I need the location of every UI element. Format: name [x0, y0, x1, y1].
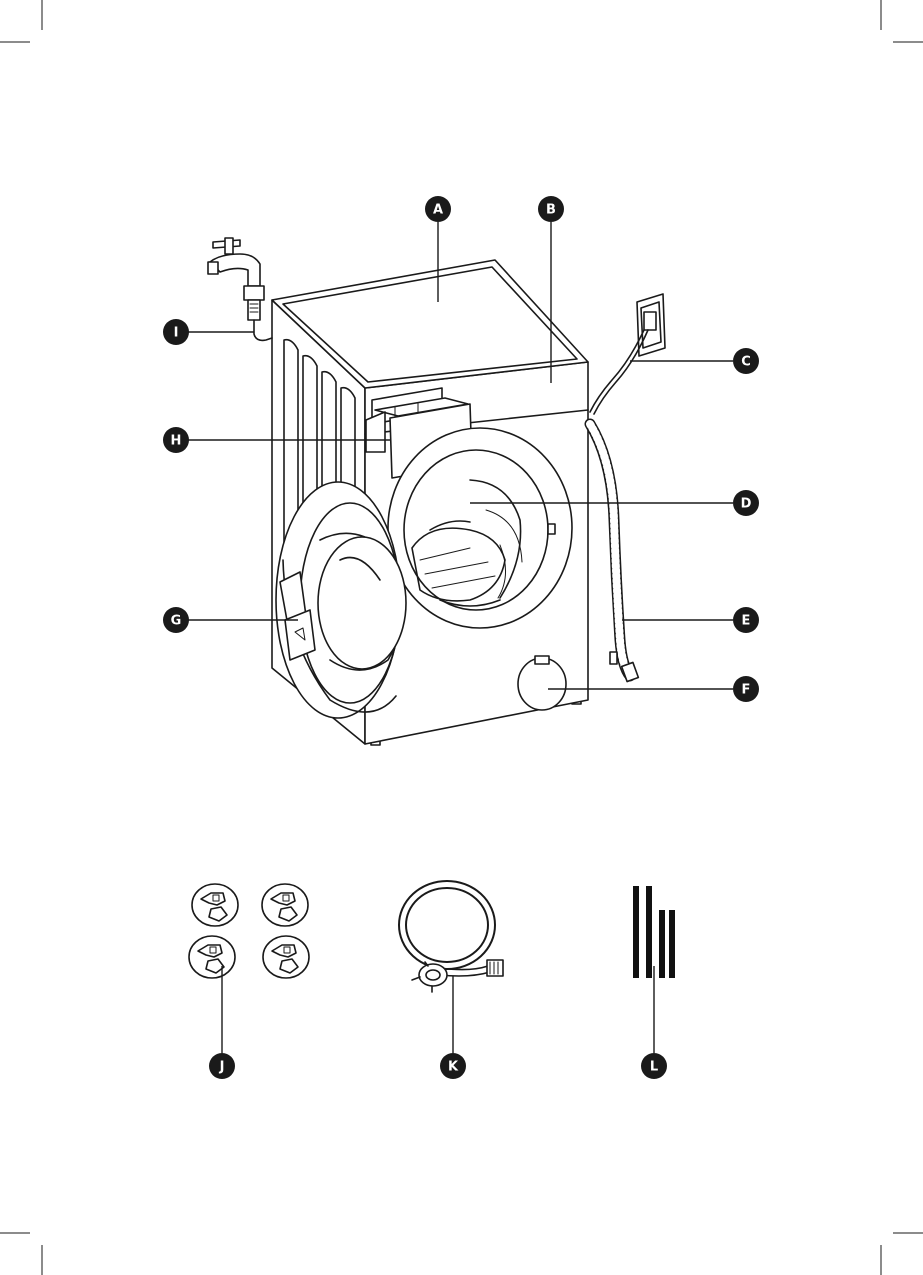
drain-hose-illustration: [590, 424, 638, 682]
svg-text:I: I: [174, 326, 179, 341]
svg-text:F: F: [742, 683, 751, 698]
callout-k: K: [440, 1053, 466, 1079]
svg-text:J: J: [219, 1060, 225, 1075]
callout-g: G: [163, 607, 189, 633]
callout-h: H: [163, 427, 189, 453]
svg-text:G: G: [171, 614, 182, 629]
callout-i: I: [163, 319, 189, 345]
svg-text:H: H: [171, 434, 182, 449]
inlet-hose-illustration: [399, 881, 503, 992]
callout-a: A: [425, 196, 451, 222]
svg-text:L: L: [650, 1060, 658, 1075]
svg-text:A: A: [433, 203, 443, 218]
callout-d: D: [733, 490, 759, 516]
svg-text:C: C: [741, 355, 751, 370]
callout-j: J: [209, 1053, 235, 1079]
water-tap-illustration: [208, 238, 272, 340]
svg-text:B: B: [546, 203, 556, 218]
svg-text:E: E: [742, 614, 751, 629]
callout-f: F: [733, 676, 759, 702]
transit-bolt-covers-illustration: [189, 884, 309, 978]
callout-c: C: [733, 348, 759, 374]
power-plug-illustration: [590, 294, 665, 414]
svg-text:D: D: [741, 497, 752, 512]
svg-text:K: K: [448, 1060, 459, 1075]
callout-b: B: [538, 196, 564, 222]
callout-e: E: [733, 607, 759, 633]
callout-l: L: [641, 1053, 667, 1079]
transport-sticks-illustration: [633, 886, 675, 978]
